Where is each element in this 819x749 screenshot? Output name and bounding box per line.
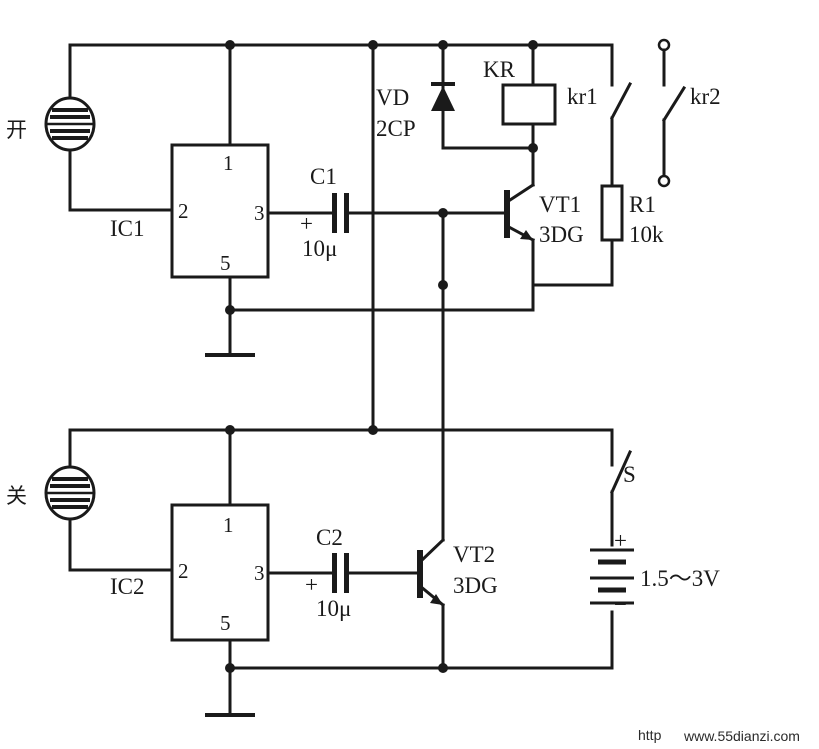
c1-plus-sign: + <box>300 211 313 236</box>
vt2-label: VT2 <box>453 542 495 567</box>
ic1-chip <box>170 143 270 279</box>
c2-label: C2 <box>316 525 343 550</box>
ic2-label: IC2 <box>110 574 145 599</box>
ic1-pin2-label: 2 <box>178 199 189 223</box>
open-sensor-label: 开 <box>6 118 27 142</box>
battery-voltage-label: 1.5～3V <box>640 566 720 591</box>
capacitor-c2 <box>332 553 349 593</box>
switch-s-label: S <box>623 462 636 487</box>
ic1-pin1-label: 1 <box>223 151 234 175</box>
close-sound-sensor <box>44 465 96 521</box>
c1-value: 10μ <box>302 236 337 261</box>
resistor-r1 <box>600 184 624 242</box>
power-switch-s <box>610 450 632 494</box>
c2-plus-sign: + <box>305 572 318 597</box>
close-sensor-label: 关 <box>6 484 27 508</box>
vt2-type-label: 3DG <box>453 573 498 598</box>
c1-label: C1 <box>310 164 337 189</box>
vt1-type-label: 3DG <box>539 222 584 247</box>
vt1-label: VT1 <box>539 192 581 217</box>
r1-label: R1 <box>629 192 656 217</box>
kr1-label: kr1 <box>567 84 598 109</box>
ic2-pin1-label: 1 <box>223 513 234 537</box>
capacitor-c1 <box>332 193 349 233</box>
ic2-pin2-label: 2 <box>178 559 189 583</box>
kr2-label: kr2 <box>690 84 721 109</box>
bottom-circuit-wires <box>68 428 614 717</box>
open-sound-sensor <box>44 96 96 152</box>
transistor-vt1 <box>504 182 536 243</box>
battery <box>590 548 634 605</box>
kr1-contact <box>609 81 633 121</box>
battery-minus-sign: − <box>614 592 627 617</box>
ic1-label: IC1 <box>110 216 145 241</box>
top-circuit-wires <box>68 43 614 542</box>
vd-label: VD <box>376 85 409 110</box>
ic1-pin5-label: 5 <box>220 251 231 275</box>
ic2-chip <box>170 503 270 642</box>
junction-dots <box>225 40 538 673</box>
ic2-pin5-label: 5 <box>220 611 231 635</box>
c2-value: 10μ <box>316 596 351 621</box>
kr-label: KR <box>483 57 516 82</box>
vd-type-label: 2CP <box>376 116 416 141</box>
ic2-pin3-label: 3 <box>254 561 265 585</box>
ic1-pin3-label: 3 <box>254 201 265 225</box>
watermark-site: www.55dianzi.com <box>683 728 800 744</box>
transistor-vt2 <box>417 537 446 608</box>
diode-vd <box>431 82 455 111</box>
battery-plus-sign: + <box>614 528 627 553</box>
watermark-prefix: http <box>638 727 662 743</box>
relay-coil-kr <box>501 83 557 126</box>
kr2-contact <box>657 38 687 188</box>
r1-value: 10k <box>629 222 664 247</box>
